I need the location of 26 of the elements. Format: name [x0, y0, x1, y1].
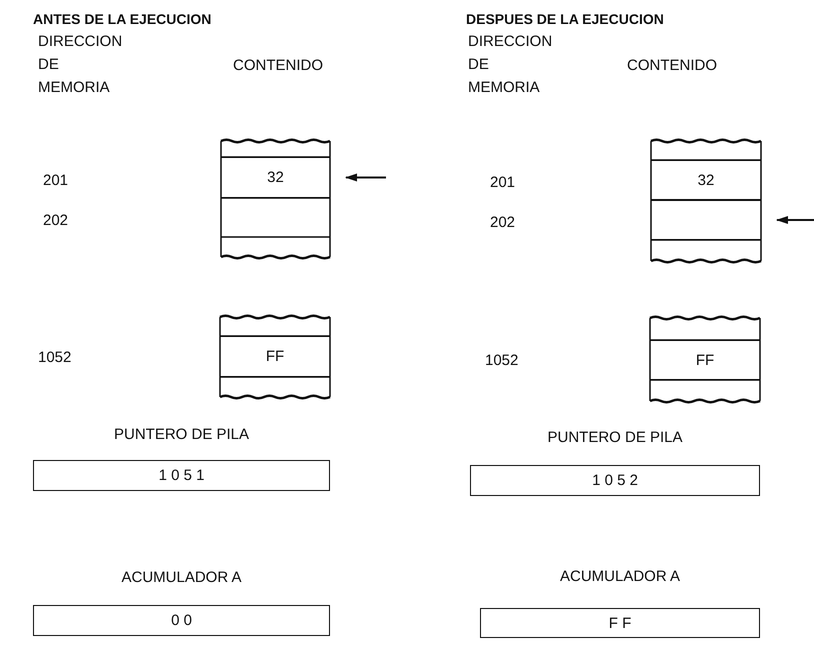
memory-address: 201: [490, 173, 516, 193]
register-label: ACUMULADOR A: [558, 568, 682, 585]
memory-address: 1052: [38, 348, 72, 368]
panel-title: DESPUES DE LA EJECUCION: [466, 10, 664, 29]
register-label: ACUMULADOR A: [120, 569, 243, 586]
column-header: CONTENIDO: [233, 56, 323, 76]
register-label: PUNTERO DE PILA: [546, 429, 684, 446]
memory-address: 201: [43, 171, 68, 191]
pointer-arrow: [776, 216, 814, 224]
memory-address: 1052: [485, 351, 518, 371]
register-label: PUNTERO DE PILA: [112, 426, 250, 443]
column-header: CONTENIDO: [627, 56, 717, 76]
memory-cell: 32: [651, 160, 761, 200]
column-header: DIRECCION DE MEMORIA: [468, 32, 554, 98]
pointer-arrow: [345, 174, 386, 182]
column-header: DIRECCION DE MEMORIA: [38, 32, 124, 98]
memory-cell: 32: [221, 157, 330, 198]
register-box: 1 0 5 2: [470, 465, 760, 496]
register-box: 0 0: [33, 605, 330, 636]
register-box: 1 0 5 1: [33, 460, 330, 491]
register-box: F F: [480, 608, 760, 638]
memory-address: 202: [43, 211, 68, 231]
panel-title: ANTES DE LA EJECUCION: [33, 10, 212, 29]
memory-cell: FF: [650, 340, 760, 380]
memory-cell: FF: [220, 336, 330, 377]
memory-address: 202: [490, 213, 516, 233]
